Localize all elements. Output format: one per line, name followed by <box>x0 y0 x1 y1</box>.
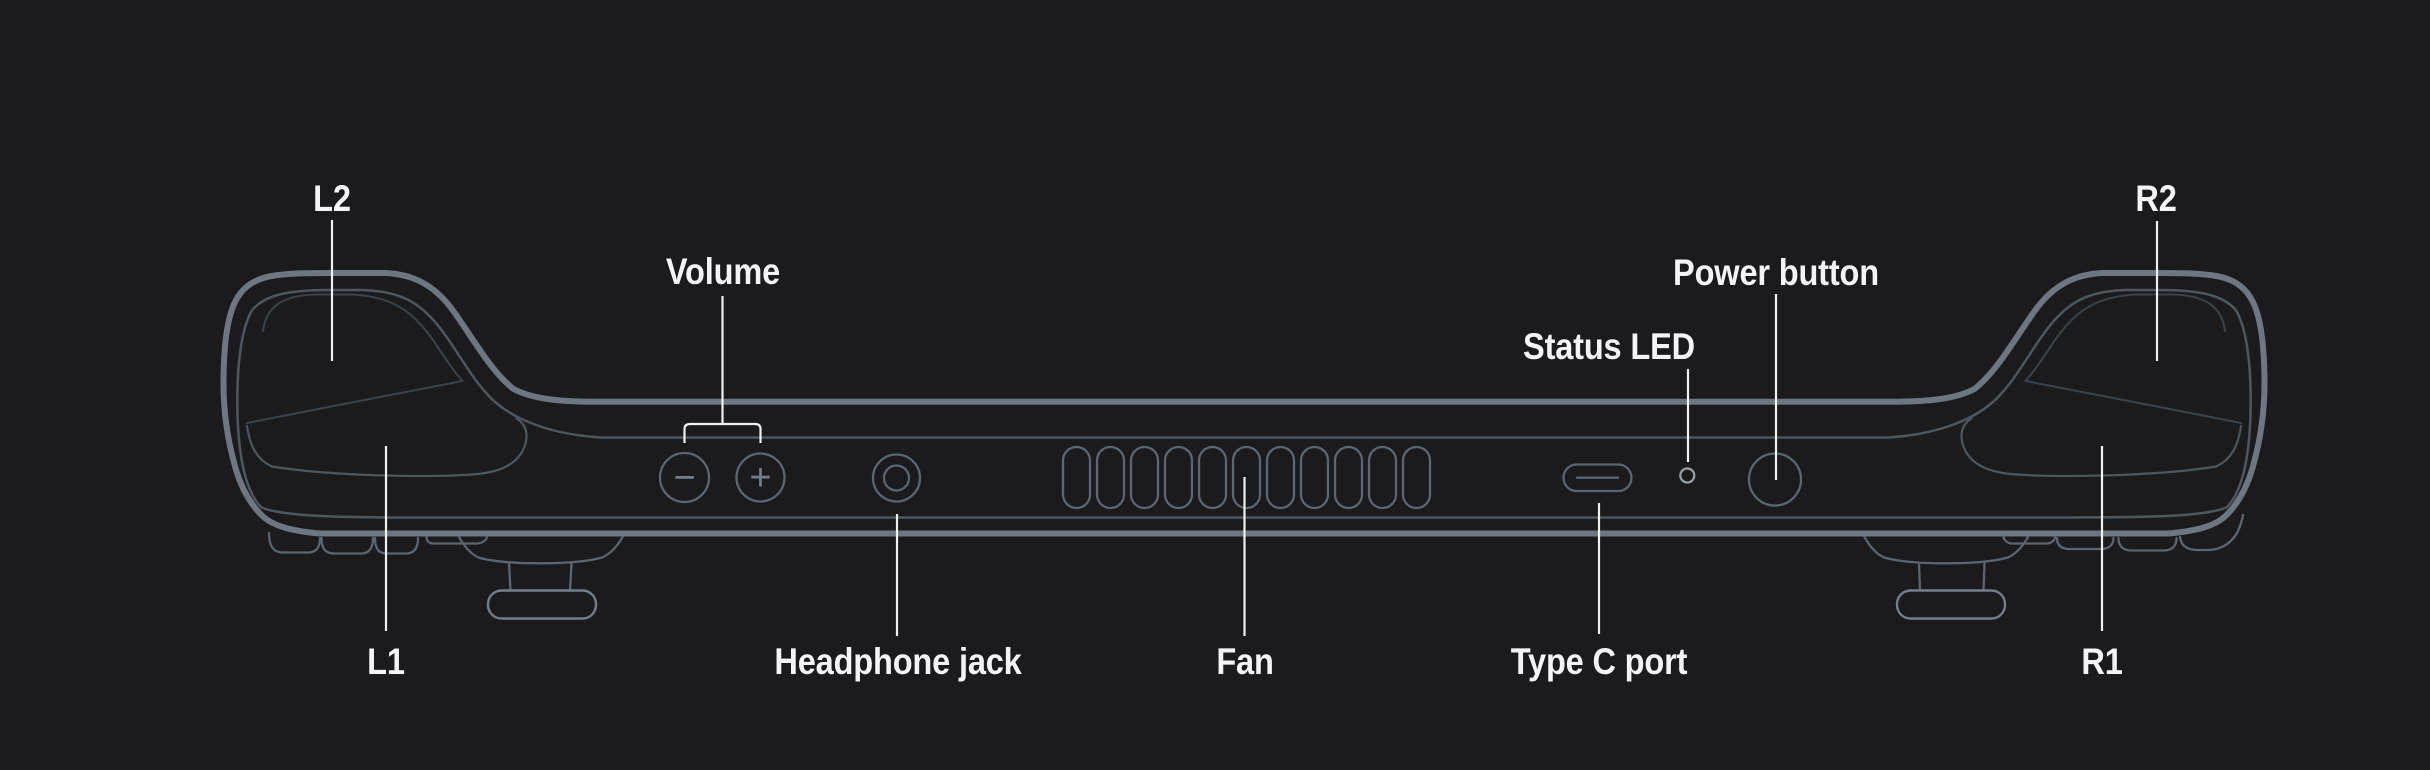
fan-slot <box>1231 445 1262 510</box>
right-thumbstick <box>1863 535 2030 620</box>
fan-slot <box>1163 445 1194 510</box>
right-shallow-tab <box>2002 535 2057 545</box>
fan-vent-slots <box>1061 445 1432 510</box>
fan-slot <box>1333 445 1364 510</box>
fan-slot <box>1061 445 1092 510</box>
right-thumbstick-stem <box>1917 562 1922 592</box>
label-l2: L2 <box>312 178 351 219</box>
volume-minus-circle <box>658 451 711 504</box>
left-thumbstick-base <box>457 535 624 565</box>
left-trigger-tab <box>267 531 322 554</box>
leader-lines <box>330 220 2159 636</box>
left-trigger-tab <box>320 536 375 555</box>
left-shallow-tab <box>425 535 489 545</box>
type-c-port-shape <box>1562 463 1633 493</box>
bumper-seams <box>245 417 2243 478</box>
device-inner-seam <box>236 288 2252 519</box>
fan-slot <box>1299 445 1330 510</box>
right-trigger-tab <box>2055 536 2115 551</box>
grip-creases <box>246 293 2242 424</box>
left-thumbstick <box>457 535 624 620</box>
label-power-button: Power button <box>1673 252 1879 293</box>
label-r2: R2 <box>2135 178 2177 219</box>
volume-minus-icon: − <box>673 457 695 499</box>
r1-bumper-seam <box>1960 417 2243 478</box>
label-status-led: Status LED <box>1523 326 1695 367</box>
volume-plus-icon: + <box>749 457 771 499</box>
right-trigger-tab <box>2117 536 2178 552</box>
fan-slot <box>1129 445 1160 510</box>
right-thumbstick-cap <box>1895 589 2007 620</box>
volume-plus-circle <box>735 452 786 503</box>
left-grip-crease <box>246 380 464 424</box>
volume-bracket <box>683 422 762 443</box>
right-grip-crease <box>2024 380 2242 424</box>
label-volume: Volume <box>665 251 780 292</box>
inner-seam-loop <box>236 288 2252 519</box>
volume-plus-button: + <box>735 452 786 503</box>
right-corner-tab <box>2178 513 2245 552</box>
fan-slot <box>1095 445 1126 510</box>
left-grip-inner-line <box>262 293 464 382</box>
volume-minus-button: − <box>658 451 711 504</box>
label-type-c-port: Type C port <box>1510 641 1688 682</box>
device-outline <box>220 270 2268 537</box>
label-headphone-jack: Headphone jack <box>773 641 1022 682</box>
status-led-dot <box>1679 467 1696 484</box>
right-thumbstick-base <box>1863 535 2030 565</box>
trigger-tabs <box>267 513 2245 555</box>
left-thumbstick-cap <box>486 589 598 620</box>
fan-slot <box>1197 445 1228 510</box>
label-fan: Fan <box>1215 641 1274 682</box>
type-c-outline <box>1562 463 1633 493</box>
label-l1: L1 <box>367 641 405 682</box>
label-r1: R1 <box>2080 641 2123 682</box>
headphone-jack-port <box>871 453 922 503</box>
right-grip-inner-line <box>2024 293 2226 382</box>
headphone-jack-outer-ring <box>871 453 922 503</box>
l1-bumper-seam <box>245 417 528 478</box>
left-thumbstick-stem <box>507 562 512 592</box>
headphone-jack-inner-ring <box>882 464 911 492</box>
device-silhouette <box>220 270 2268 537</box>
left-thumbstick-stem <box>568 562 573 592</box>
fan-slot <box>1367 445 1398 510</box>
left-trigger-tab <box>373 536 420 555</box>
fan-slot <box>1265 445 1296 510</box>
fan-slot <box>1401 445 1432 510</box>
right-thumbstick-stem <box>1982 562 1986 592</box>
